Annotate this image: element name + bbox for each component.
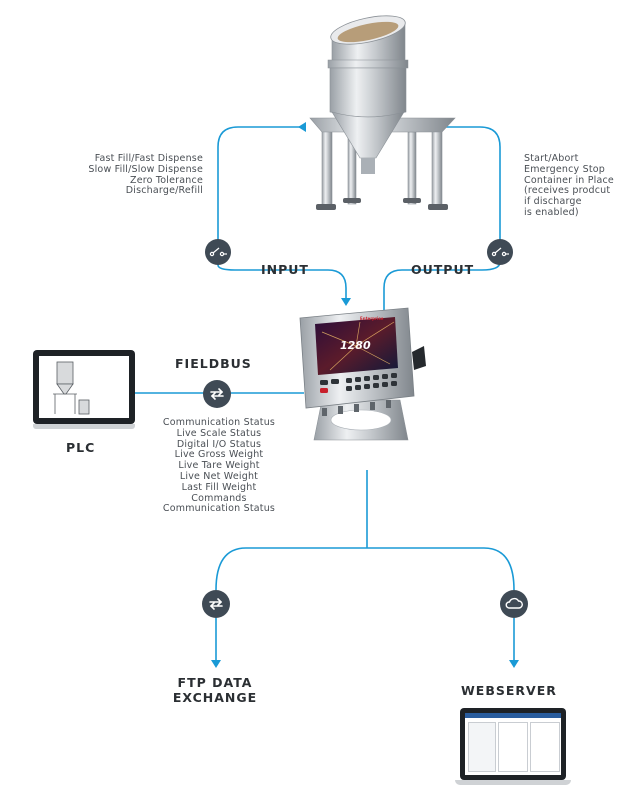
fieldbus-item: Live Tare Weight (178, 460, 260, 472)
input-item: Slow Fill/Slow Dispense (88, 163, 203, 175)
web-app-header (465, 713, 561, 718)
web-app-sidebar (468, 722, 496, 772)
ftp-heading-line2: EXCHANGE (172, 690, 258, 705)
webserver-screen (465, 713, 561, 775)
fieldbus-item: Communication Status (162, 503, 276, 515)
fieldbus-item: Live Net Weight (179, 470, 259, 482)
plc-heading: PLC (66, 440, 96, 455)
webserver-laptop (460, 708, 566, 780)
web-app-panel-1 (498, 722, 528, 772)
input-item: Zero Tolerance (130, 174, 203, 186)
fieldbus-item: Live Scale Status (176, 427, 262, 439)
sync-arrows-icon (209, 598, 223, 610)
silo-sketch (53, 361, 90, 415)
output-item: is enabled) (524, 206, 579, 218)
input-heading: INPUT (261, 262, 309, 277)
plc-monitor-base (33, 424, 135, 429)
fieldbus-heading: FIELDBUS (175, 356, 252, 371)
fieldbus-item: Communication Status (162, 417, 276, 428)
fieldbus-item: Commands (191, 492, 247, 504)
switch-icon (209, 247, 227, 257)
output-switch-node (487, 239, 513, 265)
output-heading: OUTPUT (411, 262, 475, 277)
input-signal-list: Fast Fill/Fast Dispense Slow Fill/Slow D… (40, 153, 203, 197)
input-item: Discharge/Refill (125, 185, 203, 197)
indicator-brand-text: Enterprise (360, 316, 384, 321)
fieldbus-item: Digital I/O Status (176, 438, 262, 450)
ftp-heading: FTP DATA EXCHANGE (150, 675, 280, 705)
input-item: Fast Fill/Fast Dispense (94, 153, 203, 164)
ftp-heading-line1: FTP DATA (177, 675, 253, 690)
output-item: Start/Abort (524, 153, 579, 164)
output-item: Container in Place (524, 174, 614, 186)
fieldbus-item: Last Fill Weight (181, 481, 257, 493)
webserver-laptop-base (455, 780, 571, 785)
output-item: Emergency Stop (524, 163, 605, 175)
cloud-icon (505, 597, 523, 609)
indicator-model-text: 1280 (340, 339, 371, 352)
output-item: if discharge (524, 196, 582, 208)
input-switch-node (205, 239, 231, 265)
plc-monitor (33, 350, 135, 424)
webserver-cloud-node (500, 590, 528, 618)
fieldbus-item: Live Gross Weight (174, 449, 264, 461)
fieldbus-data-list: Communication Status Live Scale Status D… (146, 417, 292, 515)
output-signal-list: Start/Abort Emergency Stop Container in … (524, 153, 640, 219)
ftp-sync-node (202, 590, 230, 618)
output-item: (receives prodcut (524, 185, 611, 197)
webserver-heading: WEBSERVER (461, 683, 557, 698)
fieldbus-sync-node (203, 380, 231, 408)
plc-screen (39, 356, 129, 418)
sync-arrows-icon (210, 388, 224, 400)
web-app-panel-2 (530, 722, 560, 772)
switch-icon (491, 247, 509, 257)
